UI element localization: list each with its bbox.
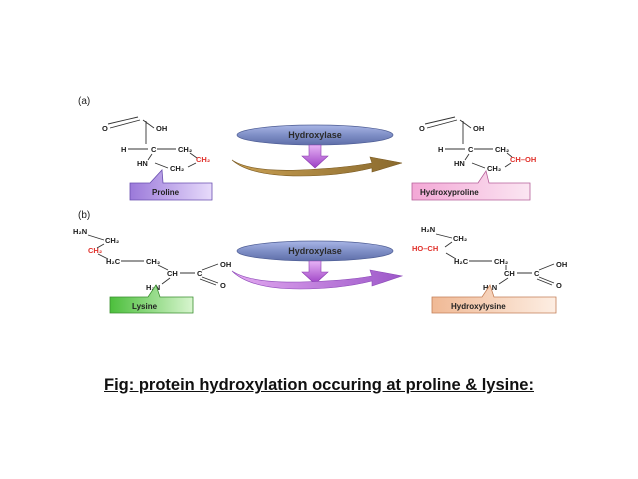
figure-caption: Fig: protein hydroxylation occuring at p… — [104, 376, 534, 394]
svg-text:CH–OH: CH–OH — [510, 155, 536, 164]
svg-text:H₂C: H₂C — [106, 257, 121, 266]
hydroxyproline-label: Hydroxyproline — [420, 188, 479, 197]
svg-text:HO–CH: HO–CH — [412, 244, 438, 253]
hydroxylysine-structure: H₂N CH₂ HO–CH H₂C CH₂ CH C OH O H₂N — [412, 225, 567, 292]
panel-b-label: (b) — [78, 210, 90, 221]
lysine-label: Lysine — [132, 302, 158, 311]
svg-text:OH: OH — [156, 124, 167, 133]
svg-text:H₂N: H₂N — [421, 225, 435, 234]
svg-text:CH₂: CH₂ — [178, 145, 192, 154]
svg-text:H₂N: H₂N — [73, 227, 87, 236]
svg-text:CH₂: CH₂ — [146, 257, 160, 266]
reaction-arrow-b — [231, 269, 404, 290]
proline-label: Proline — [152, 188, 180, 197]
svg-text:C: C — [197, 269, 203, 278]
svg-text:CH: CH — [167, 269, 178, 278]
svg-text:C: C — [468, 145, 474, 154]
down-arrow-a — [301, 144, 329, 169]
svg-text:HN: HN — [454, 159, 465, 168]
svg-text:CH₂: CH₂ — [487, 164, 501, 173]
hydroxylysine-label-box: Hydroxylysine — [431, 284, 557, 314]
svg-text:O: O — [419, 124, 425, 133]
down-arrow-b — [301, 260, 329, 285]
svg-text:CH₂: CH₂ — [105, 236, 119, 245]
svg-text:Hydroxylase: Hydroxylase — [288, 130, 342, 140]
hydroxyproline-structure: O OH H C CH₂ HN CH–OH CH₂ — [419, 116, 536, 173]
svg-text:OH: OH — [473, 124, 484, 133]
svg-text:H: H — [438, 145, 443, 154]
reaction-arrow-a — [231, 156, 403, 177]
svg-text:OH: OH — [556, 260, 567, 269]
lysine-structure: H₂N CH₂ CH₂ H₂C CH₂ CH C OH O H₂N — [73, 227, 231, 292]
hydroxylase-enzyme-a: Hydroxylase — [236, 124, 394, 146]
svg-text:CH₂: CH₂ — [170, 164, 184, 173]
svg-text:C: C — [151, 145, 157, 154]
proline-label-box: Proline — [129, 169, 213, 201]
svg-text:OH: OH — [220, 260, 231, 269]
svg-text:O: O — [556, 281, 562, 290]
svg-text:H: H — [121, 145, 126, 154]
svg-text:CH₂: CH₂ — [494, 257, 508, 266]
svg-text:CH₂: CH₂ — [453, 234, 467, 243]
hydroxylase-enzyme-b: Hydroxylase — [236, 240, 394, 262]
svg-text:O: O — [102, 124, 108, 133]
svg-text:C: C — [534, 269, 540, 278]
svg-text:CH₂: CH₂ — [88, 246, 102, 255]
svg-text:O: O — [220, 281, 226, 290]
svg-text:CH₂: CH₂ — [196, 155, 210, 164]
hydroxyproline-label-box: Hydroxyproline — [411, 170, 531, 201]
proline-structure: O OH H C CH₂ HN CH₂ CH₂ — [102, 116, 210, 173]
svg-text:CH: CH — [504, 269, 515, 278]
svg-text:CH₂: CH₂ — [495, 145, 509, 154]
hydroxylysine-label: Hydroxylysine — [451, 302, 506, 311]
svg-text:HN: HN — [137, 159, 148, 168]
svg-text:H₂N: H₂N — [146, 283, 160, 292]
svg-text:Hydroxylase: Hydroxylase — [288, 246, 342, 256]
panel-a-label: (a) — [78, 96, 90, 107]
lysine-label-box: Lysine — [109, 284, 194, 314]
svg-text:H₂C: H₂C — [454, 257, 469, 266]
